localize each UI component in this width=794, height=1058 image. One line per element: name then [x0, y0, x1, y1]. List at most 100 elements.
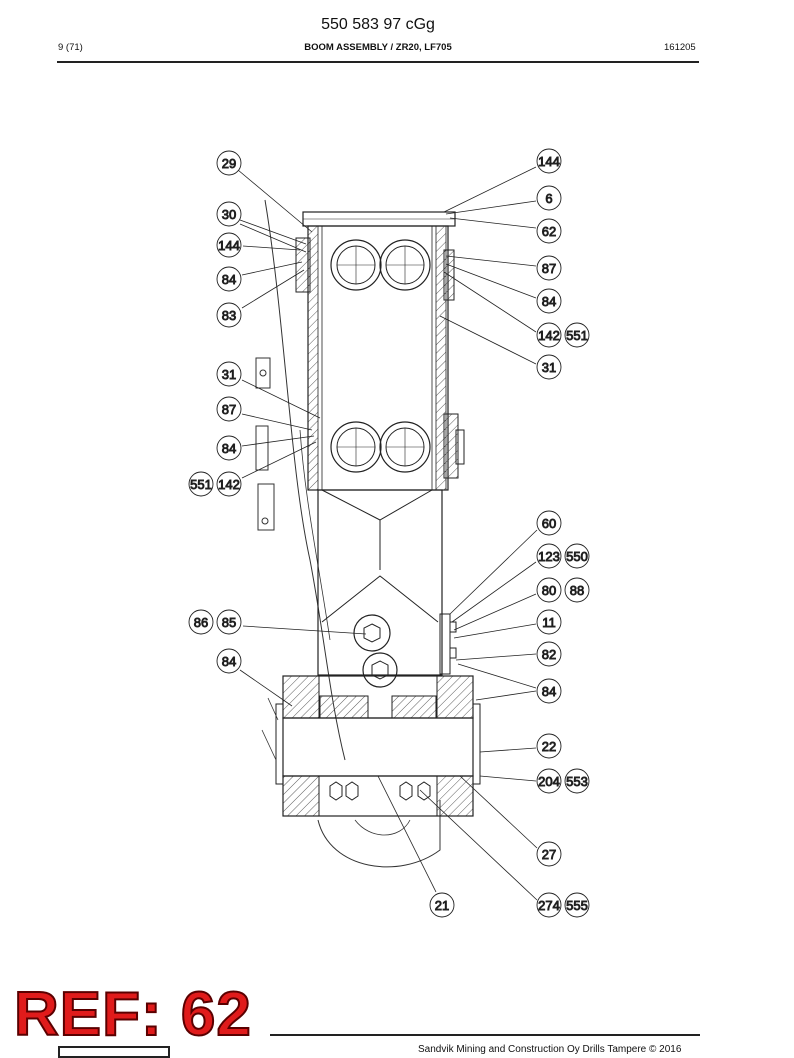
- side-bolt: [449, 647, 457, 659]
- side-bracket: [439, 613, 451, 675]
- svg-text:21: 21: [435, 898, 449, 913]
- svg-text:31: 31: [222, 367, 236, 382]
- footer-divider: [270, 1034, 700, 1036]
- callout-84: 84: [216, 648, 242, 674]
- column-wall-left: [307, 225, 319, 491]
- callout-22: 22: [536, 733, 562, 759]
- svg-text:87: 87: [222, 402, 236, 417]
- svg-text:84: 84: [222, 441, 236, 456]
- callout-30: 30: [216, 201, 242, 227]
- shaft-end-right: [472, 703, 481, 785]
- svg-text:11: 11: [542, 615, 556, 630]
- header-divider: [57, 61, 699, 63]
- company-logo: [58, 1046, 170, 1058]
- callout-84: 84: [536, 288, 562, 314]
- callout-144: 144: [536, 148, 562, 174]
- svg-text:62: 62: [542, 224, 556, 239]
- svg-text:30: 30: [222, 207, 236, 222]
- callout-82: 82: [536, 641, 562, 667]
- svg-text:84: 84: [222, 272, 236, 287]
- callout-83: 83: [216, 302, 242, 328]
- callout-60: 60: [536, 510, 562, 536]
- svg-text:31: 31: [542, 360, 556, 375]
- svg-text:85: 85: [222, 615, 236, 630]
- svg-text:142: 142: [218, 477, 240, 492]
- callout-62: 62: [536, 218, 562, 244]
- shaft-end-left: [275, 703, 284, 785]
- callout-550: 550: [564, 543, 590, 569]
- svg-text:82: 82: [542, 647, 556, 662]
- document-number: 550 583 97 cGg: [321, 16, 435, 33]
- column-lower: [317, 489, 443, 676]
- svg-text:27: 27: [542, 847, 556, 862]
- page-title: BOOM ASSEMBLY / ZR20, LF705: [304, 42, 452, 53]
- callout-274: 274: [536, 892, 562, 918]
- taper-upper: [321, 489, 433, 521]
- svg-text:204: 204: [538, 774, 560, 789]
- callout-87: 87: [216, 396, 242, 422]
- callout-84: 84: [536, 678, 562, 704]
- svg-text:551: 551: [190, 477, 212, 492]
- taper-lower: [321, 575, 439, 623]
- svg-text:84: 84: [542, 684, 556, 699]
- callout-21: 21: [429, 892, 455, 918]
- svg-text:555: 555: [566, 898, 588, 913]
- callout-31: 31: [536, 354, 562, 380]
- callout-84: 84: [216, 435, 242, 461]
- svg-text:144: 144: [538, 154, 560, 169]
- callout-bubbles: 29 30 144 84 83 31 87 84 551 142 86 85 8…: [188, 148, 590, 918]
- callout-29: 29: [216, 150, 242, 176]
- callout-84: 84: [216, 266, 242, 292]
- leader-lines: [237, 166, 538, 901]
- callout-27: 27: [536, 841, 562, 867]
- boom-outline-curve-2: [299, 429, 331, 641]
- column-outer: [307, 225, 449, 491]
- callout-551: 551: [188, 471, 214, 497]
- side-plate: [255, 357, 271, 389]
- roller-arc-inner: [354, 819, 411, 836]
- svg-text:6: 6: [545, 191, 552, 206]
- callout-551: 551: [564, 322, 590, 348]
- svg-text:83: 83: [222, 308, 236, 323]
- callout-80: 80: [536, 577, 562, 603]
- flange-left-top: [295, 237, 311, 293]
- callout-553: 553: [564, 768, 590, 794]
- boom-outline-curve: [264, 199, 346, 761]
- svg-text:84: 84: [222, 654, 236, 669]
- side-plate: [257, 483, 275, 531]
- svg-text:123: 123: [538, 549, 560, 564]
- bushing-lower-left: [330, 421, 382, 473]
- callout-555: 555: [564, 892, 590, 918]
- shaft: [282, 717, 474, 777]
- bushing-upper-right: [379, 239, 431, 291]
- callout-204: 204: [536, 768, 562, 794]
- hex-bolt-upper: [353, 614, 391, 652]
- callout-144: 144: [216, 232, 242, 258]
- callout-142: 142: [536, 322, 562, 348]
- svg-text:29: 29: [222, 156, 236, 171]
- svg-text:142: 142: [538, 328, 560, 343]
- flange-right-mid: [443, 413, 459, 479]
- svg-text:87: 87: [542, 261, 556, 276]
- svg-text:550: 550: [566, 549, 588, 564]
- svg-text:274: 274: [538, 898, 560, 913]
- callout-88: 88: [564, 577, 590, 603]
- callout-86: 86: [188, 609, 214, 635]
- hex-bolt-lower: [362, 652, 398, 688]
- bolt-right-mid: [455, 429, 465, 465]
- side-plate: [255, 425, 269, 471]
- callout-142: 142: [216, 471, 242, 497]
- callout-31: 31: [216, 361, 242, 387]
- svg-text:84: 84: [542, 294, 556, 309]
- svg-text:144: 144: [218, 238, 240, 253]
- svg-text:22: 22: [542, 739, 556, 754]
- ref-stamp: REF: 62: [13, 980, 252, 1049]
- svg-text:80: 80: [542, 583, 556, 598]
- callout-87: 87: [536, 255, 562, 281]
- footer-copyright: Sandvik Mining and Construction Oy Drill…: [418, 1044, 682, 1055]
- callout-6: 6: [536, 185, 562, 211]
- page-number: 9 (71): [58, 42, 83, 53]
- callout-11: 11: [536, 609, 562, 635]
- bushing-upper-left: [330, 239, 382, 291]
